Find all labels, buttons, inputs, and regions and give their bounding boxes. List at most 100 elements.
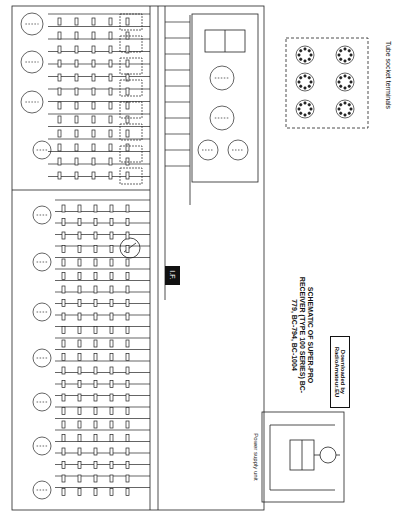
socket-pin	[340, 77, 342, 79]
resistor-symbol	[110, 354, 113, 361]
resistor-symbol	[94, 394, 97, 401]
resistor-symbol	[62, 313, 65, 320]
socket-pin	[338, 54, 340, 56]
resistor-symbol	[62, 489, 65, 496]
resistor-symbol	[126, 435, 129, 442]
tube-socket	[296, 100, 314, 118]
if-block: I.F.	[165, 266, 180, 285]
resistor-symbol	[126, 130, 129, 137]
resistor-symbol	[78, 205, 81, 212]
resistor-symbol	[110, 394, 113, 401]
resistor-symbol	[109, 88, 112, 95]
resistor-symbol	[78, 327, 81, 334]
wire	[165, 22, 190, 23]
transformer-symbol	[205, 30, 245, 52]
socket-pin	[304, 75, 306, 77]
resistor-symbol	[58, 60, 61, 67]
resistor-symbol	[62, 205, 65, 212]
power-transformer	[290, 440, 314, 470]
tube-symbol	[228, 140, 248, 160]
wire	[314, 455, 320, 456]
node-text-group: I.F.	[169, 270, 176, 279]
wire	[165, 134, 190, 135]
tube-grid	[37, 312, 48, 313]
resistor-symbol	[94, 381, 97, 388]
resistor-symbol	[62, 462, 65, 469]
wire	[270, 425, 335, 426]
wire	[12, 190, 150, 191]
resistor-symbol	[62, 394, 65, 401]
bus-wire	[55, 487, 150, 488]
resistor-symbol	[110, 286, 113, 293]
coil-can	[120, 80, 142, 96]
socket-pin	[300, 112, 302, 114]
resistor-symbol	[62, 448, 65, 455]
wire	[190, 15, 191, 205]
resistor-symbol	[110, 219, 113, 226]
socket-pin	[344, 87, 346, 89]
bus-wire	[55, 211, 150, 212]
transformer-core	[225, 30, 226, 52]
resistor-symbol	[78, 246, 81, 253]
tube-grid	[202, 150, 214, 151]
resistor-symbol	[110, 300, 113, 307]
socket-pin	[340, 50, 342, 52]
socket-pin	[298, 108, 300, 110]
bus-wire	[48, 126, 150, 127]
resistor-symbol	[58, 158, 61, 165]
tube-grid	[37, 262, 48, 263]
resistor-symbol	[126, 60, 129, 67]
tube-symbol	[33, 349, 51, 367]
resistor-symbol	[94, 313, 97, 320]
resistor-symbol	[78, 300, 81, 307]
node-text: Downloaded by RadioAmateur.EU	[334, 341, 346, 403]
resistor-symbol	[78, 286, 81, 293]
resistor-symbol	[92, 130, 95, 137]
coil-can	[120, 102, 142, 118]
resistor-symbol	[110, 489, 113, 496]
socket-pin	[344, 60, 346, 62]
resistor-symbol	[126, 158, 129, 165]
tube-symbol	[33, 141, 51, 159]
resistor-symbol	[126, 18, 129, 25]
bus-wire	[55, 315, 150, 316]
resistor-symbol	[62, 259, 65, 266]
resistor-symbol	[62, 435, 65, 442]
tube-symbol	[33, 303, 51, 321]
resistor-symbol	[110, 340, 113, 347]
bus-wire	[55, 464, 150, 465]
wire	[165, 86, 190, 87]
resistor-symbol	[78, 381, 81, 388]
resistor-symbol	[94, 421, 97, 428]
resistor-symbol	[58, 74, 61, 81]
wire	[336, 455, 340, 456]
resistor-symbol	[94, 408, 97, 415]
tube-symbol	[198, 140, 218, 160]
power-supply-outline	[262, 412, 344, 502]
bus-wire	[55, 223, 150, 224]
coil-can	[120, 36, 142, 52]
resistor-symbol	[94, 340, 97, 347]
resistor-symbol	[78, 367, 81, 374]
tube-grid	[215, 78, 229, 79]
socket-pin	[300, 77, 302, 79]
socket-pin	[298, 54, 300, 56]
resistor-symbol	[75, 172, 78, 179]
resistor-symbol	[109, 18, 112, 25]
resistor-symbol	[126, 219, 129, 226]
resistor-symbol	[109, 116, 112, 123]
transformer-core	[302, 440, 303, 470]
resistor-symbol	[110, 327, 113, 334]
bus-wire	[55, 430, 150, 431]
bus-wire	[55, 441, 150, 442]
tube-grid	[37, 358, 48, 359]
resistor-symbol	[126, 246, 129, 253]
chassis-outline	[12, 6, 264, 510]
socket-pin	[340, 85, 342, 87]
socket-pin	[350, 108, 352, 110]
resistor-symbol	[109, 60, 112, 67]
socket-pin	[310, 81, 312, 83]
resistor-symbol	[109, 102, 112, 109]
tube-symbol	[33, 253, 51, 271]
